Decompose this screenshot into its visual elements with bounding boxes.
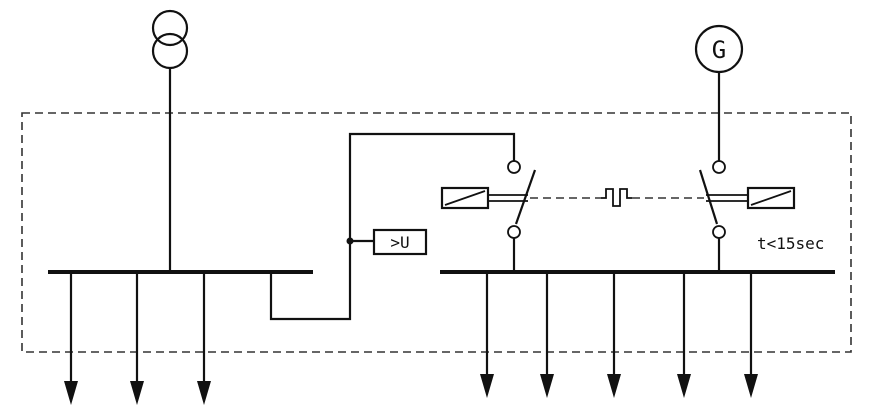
mains-breaker [507,160,537,272]
left-feeders [64,272,211,405]
timing-label: t<15sec [757,234,824,253]
actuator-icon [706,186,796,210]
arrow-down-icon [480,272,494,398]
arrow-down-icon [677,272,691,398]
right-feeders [480,272,758,398]
generator-breaker [698,160,726,272]
arrow-down-icon [607,272,621,398]
arrow-down-icon [744,272,758,398]
arrow-down-icon [130,272,144,405]
arrow-down-icon [64,272,78,405]
switchgear-enclosure [21,112,852,353]
undervoltage-relay-icon [372,228,428,256]
relay-label: >U [390,233,409,252]
generator-label: G [712,36,726,64]
arrow-down-icon [540,272,554,398]
voltage-sensing-line [269,132,516,321]
transformer-icon [151,9,189,70]
arrow-down-icon [197,272,211,405]
pulse-icon [601,188,632,207]
actuator-icon [440,186,528,210]
